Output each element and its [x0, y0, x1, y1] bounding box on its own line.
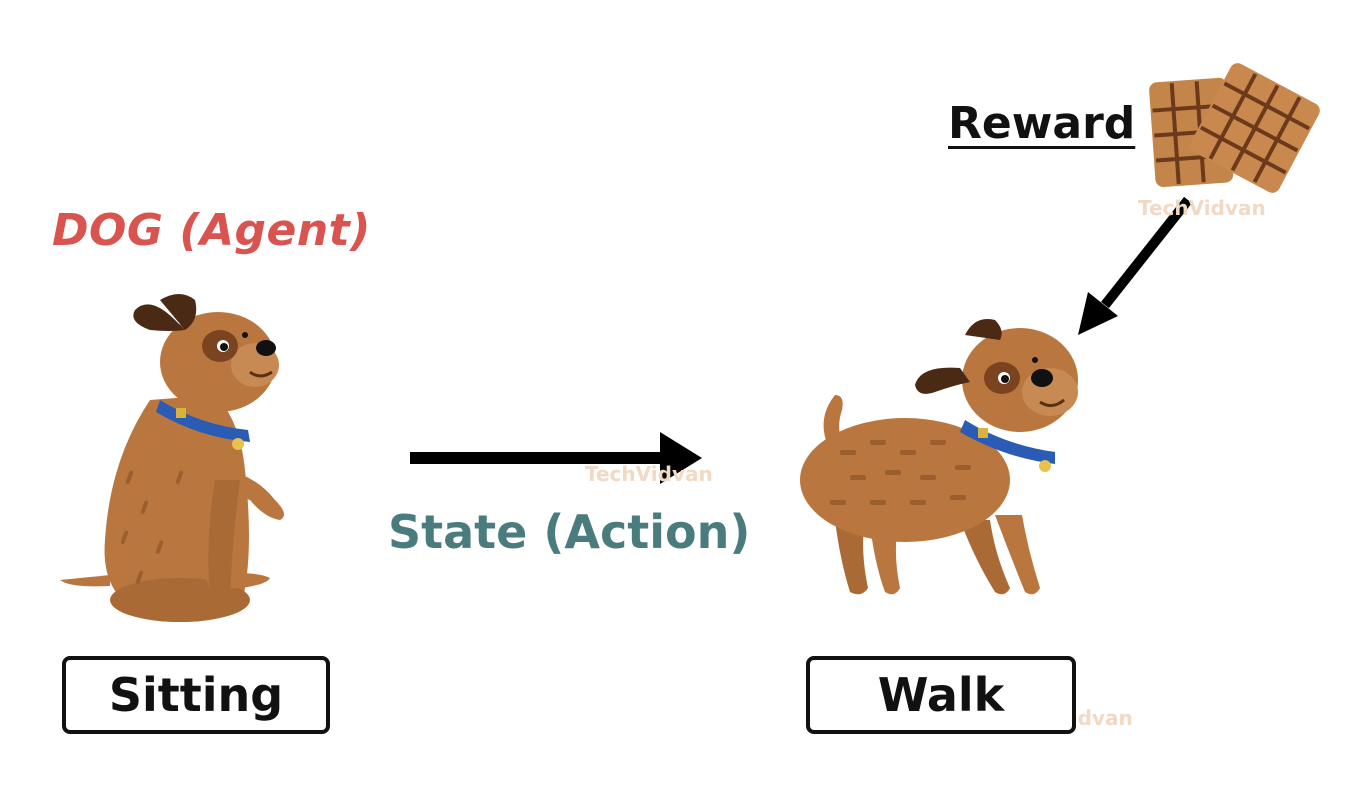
state-box-sitting: Sitting: [62, 656, 330, 734]
sitting-dog-illustration: [60, 294, 284, 622]
state-label-walk: Walk: [877, 668, 1005, 722]
reward-arrowhead: [1078, 292, 1118, 335]
watermark: TechVidvan: [1138, 196, 1266, 220]
action-arrowhead: [660, 432, 702, 484]
reward-arrow-shaft: [1101, 196, 1192, 309]
walking-dog-illustration: [800, 319, 1078, 595]
state-label-sitting: Sitting: [108, 668, 284, 722]
dog-treats-illustration: [1149, 63, 1320, 193]
action-label: State (Action): [388, 505, 751, 559]
watermark: TechVidvan: [585, 462, 713, 486]
state-box-walk: Walk: [806, 656, 1076, 734]
reward-label: Reward: [948, 98, 1136, 149]
agent-label: DOG (Agent): [52, 205, 371, 256]
